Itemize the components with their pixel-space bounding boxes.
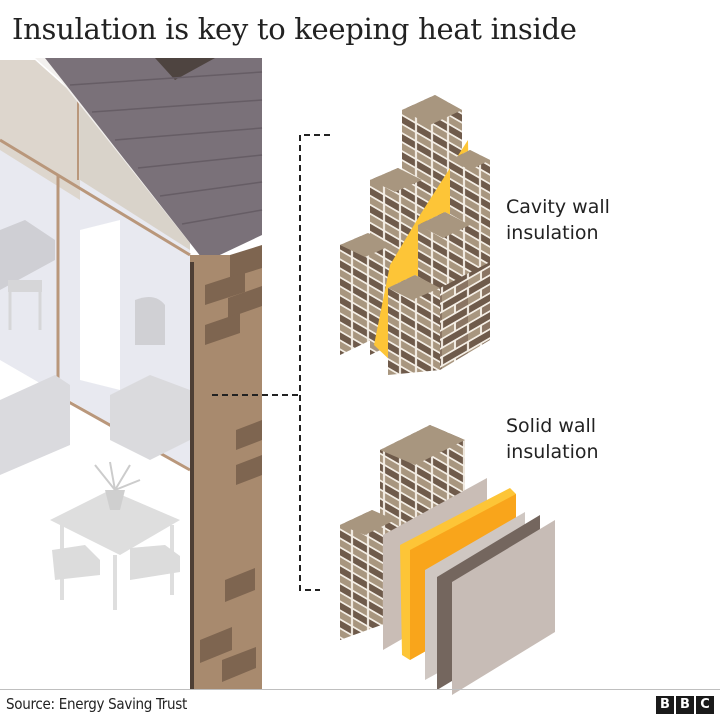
source-credit: Source: Energy Saving Trust	[6, 695, 187, 713]
solid-wall-label-line1: Solid wall	[506, 415, 597, 437]
exterior-brick-wall	[190, 245, 262, 689]
page-title: Insulation is key to keeping heat inside	[12, 12, 577, 46]
cavity-wall-label: Cavity wall insulation	[506, 194, 610, 246]
bbc-logo-letter: B	[656, 696, 674, 714]
cavity-wall-label-line1: Cavity wall	[506, 196, 610, 218]
cavity-wall-graphic	[340, 95, 490, 375]
bbc-logo-letter: B	[676, 696, 694, 714]
solid-wall-graphic	[340, 425, 555, 695]
solid-wall-label: Solid wall insulation	[506, 413, 599, 465]
footer-divider	[0, 689, 720, 690]
interior-room	[0, 60, 191, 610]
bbc-logo: B B C	[656, 696, 714, 714]
connector-bracket	[212, 134, 330, 591]
cavity-wall-label-line2: insulation	[506, 222, 599, 244]
solid-wall-label-line2: insulation	[506, 441, 599, 463]
bbc-logo-letter: C	[696, 696, 714, 714]
roof	[35, 58, 263, 262]
